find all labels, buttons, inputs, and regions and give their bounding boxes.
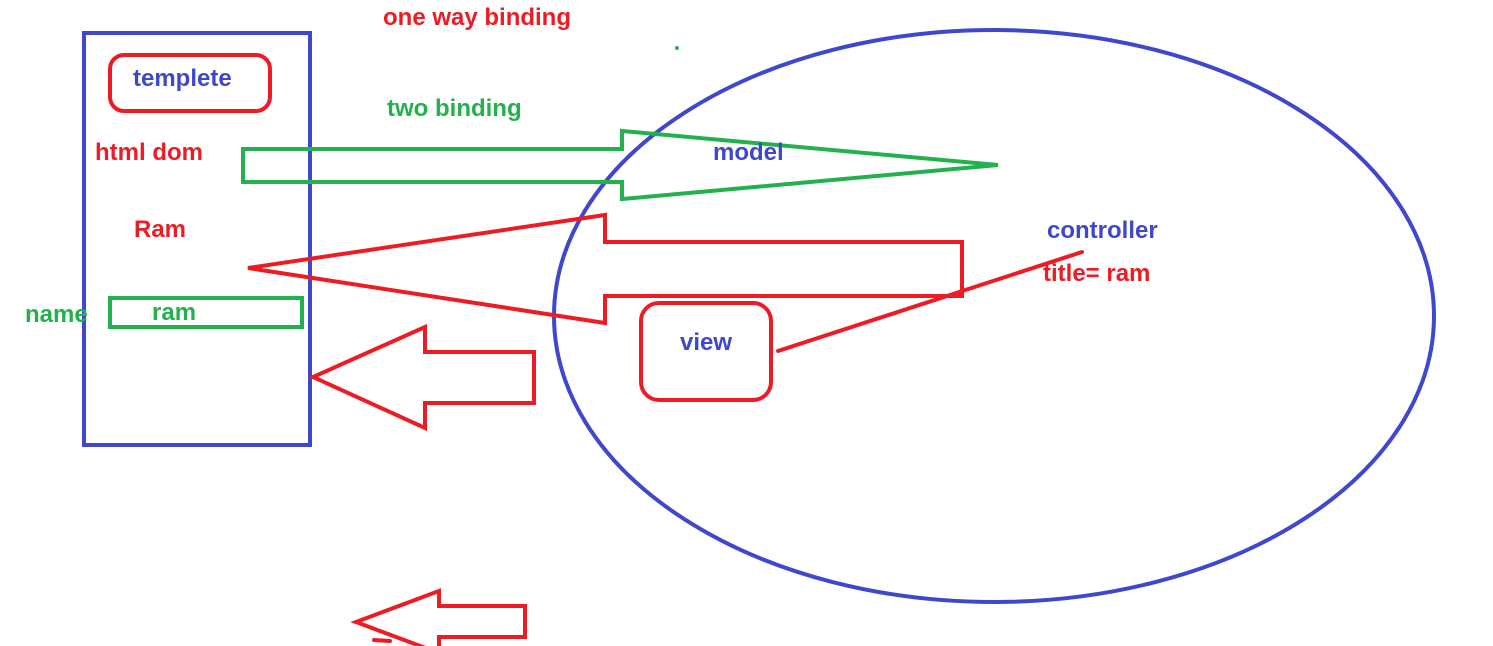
- templete-label: templete: [133, 65, 232, 92]
- templete-box: [108, 53, 272, 113]
- stray-mark-red: [372, 638, 392, 643]
- view-controller-connector: [776, 250, 1084, 353]
- two-binding-label: two binding: [387, 95, 522, 122]
- view-box: [639, 301, 773, 402]
- title-assignment-label: title= ram: [1043, 260, 1150, 287]
- one-way-arrow-middle: [308, 323, 536, 432]
- stray-dot-green: [675, 46, 679, 50]
- name-label: name: [25, 301, 88, 328]
- one-way-arrow-bottom: [350, 588, 527, 646]
- html-dom-label: html dom: [95, 139, 203, 166]
- controller-label: controller: [1047, 217, 1158, 244]
- two-way-arrow: [241, 128, 999, 202]
- ram-display-label: Ram: [134, 216, 186, 243]
- view-label: view: [680, 329, 732, 356]
- template-panel: [82, 31, 312, 447]
- model-label: model: [713, 139, 784, 166]
- one-way-binding-label: one way binding: [383, 4, 571, 31]
- app-ellipse: [552, 28, 1436, 604]
- controller-to-dom-arrow: [247, 212, 964, 326]
- name-input-box: [108, 296, 304, 329]
- name-input-value: ram: [152, 299, 196, 326]
